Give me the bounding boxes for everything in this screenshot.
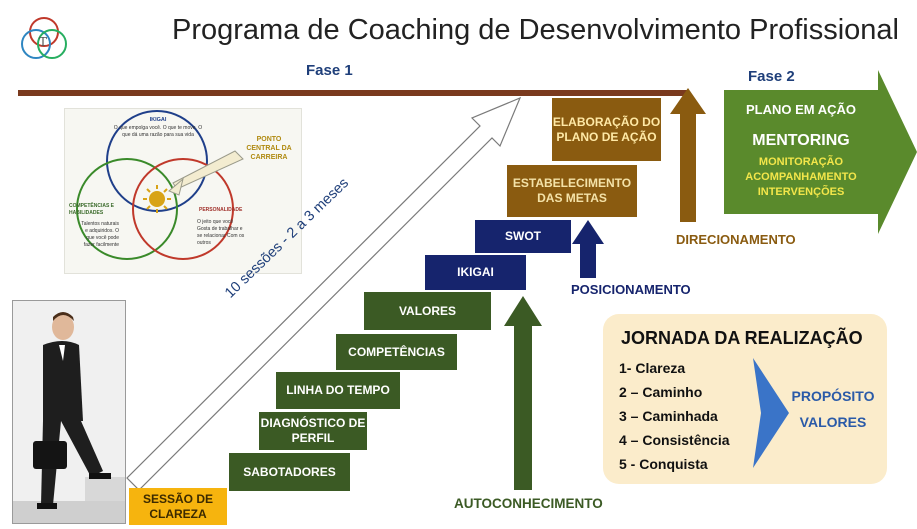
step-valores: VALORES (364, 292, 491, 330)
venn-competencias-text: Talentos naturais e adquiridos. O que vo… (81, 221, 119, 248)
step-swot: SWOT (475, 220, 571, 253)
mentoring: MENTORING (752, 132, 850, 149)
step-competencias: COMPETÊNCIAS (336, 334, 457, 370)
jornada-title: JORNADA DA REALIZAÇÃO (621, 328, 863, 348)
fase-1-line (18, 90, 688, 96)
jornada-item: 3 – Caminhada (619, 408, 718, 424)
fase-2-label: Fase 2 (748, 68, 795, 85)
jornada-da-realizacao-box: JORNADA DA REALIZAÇÃO 1- Clareza 2 – Cam… (603, 314, 887, 484)
venn-ponto-central: PONTO CENTRAL DA CARREIRA (246, 136, 292, 161)
step-sabotadores: SABOTADORES (229, 453, 350, 491)
intervencoes: INTERVENÇÕES (757, 186, 845, 198)
jornada-item: 1- Clareza (619, 360, 686, 376)
fase-1-label: Fase 1 (306, 62, 353, 79)
valores-label: VALORES (799, 414, 867, 430)
venn-ikigai-text: O que empolga você. O que te move. O que… (113, 125, 203, 138)
ikigai-venn-diagram: IKIGAI O que empolga você. O que te move… (64, 108, 302, 274)
direcionamento-label: DIRECIONAMENTO (676, 232, 796, 247)
venn-ikigai-title: IKIGAI (149, 117, 167, 123)
monitoracao: MONITORAÇÃO (758, 156, 844, 168)
jornada-item: 2 – Caminho (619, 384, 703, 400)
venn-competencias-title: COMPETÊNCIAS E HABILIDADES (69, 203, 115, 216)
proposito-label: PROPÓSITO (791, 388, 875, 404)
jornada-item: 4 – Consistência (619, 432, 730, 448)
chevron-right-icon (753, 358, 789, 468)
plano-em-acao: PLANO EM AÇÃO (745, 102, 857, 117)
logo: T (18, 12, 70, 64)
svg-text:T: T (39, 35, 47, 49)
step-diagnostico-de-perfil: DIAGNÓSTICO DE PERFIL (259, 412, 367, 450)
venn-personalidade-title: PERSONALIDADE (199, 207, 243, 213)
venn-personalidade-text: O jeito que você Gosta de trabalhar e se… (197, 219, 245, 246)
acompanhamento: ACOMPANHAMENTO (745, 171, 857, 183)
page-title: Programa de Coaching de Desenvolvimento … (172, 14, 899, 46)
step-estabelecimento-das-metas: ESTABELECIMENTO DAS METAS (507, 165, 637, 217)
step-linha-do-tempo: LINHA DO TEMPO (276, 372, 400, 409)
man-climbing-image (12, 300, 126, 524)
step-elaboracao-do-plano: ELABORAÇÃO DO PLANO DE AÇÃO (552, 98, 661, 161)
step-sessao-de-clareza: SESSÃO DE CLAREZA (129, 488, 227, 525)
autoconhecimento-label: AUTOCONHECIMENTO (454, 496, 603, 511)
jornada-item: 5 - Conquista (619, 456, 708, 472)
step-ikigai: IKIGAI (425, 255, 526, 290)
posicionamento-label: POSICIONAMENTO (571, 282, 691, 297)
